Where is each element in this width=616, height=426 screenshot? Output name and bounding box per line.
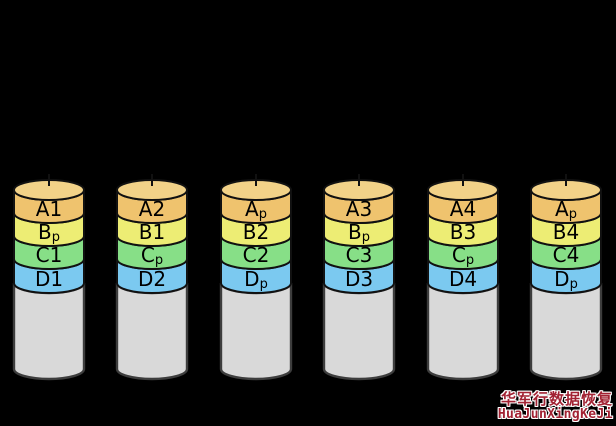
- block-label: A2: [139, 197, 165, 221]
- disk-cylinder-5: A4 B3 Cp D4: [426, 170, 500, 384]
- block-label: D2: [138, 267, 166, 291]
- block-label: Dp: [244, 267, 268, 292]
- block-label: Cp: [141, 243, 163, 268]
- disk-body: [529, 282, 603, 381]
- block-label: Cp: [452, 243, 474, 268]
- watermark-english-text: HuaJunXingKeJi: [497, 407, 613, 423]
- block-label: Ap: [245, 197, 267, 222]
- disk-cylinder-3: Ap B2 C2 Dp: [219, 170, 293, 384]
- block-label: D1: [35, 267, 63, 291]
- disk-body: [322, 282, 396, 381]
- block-label: Dp: [554, 267, 578, 292]
- block-label: D3: [345, 267, 373, 291]
- block-label: C4: [553, 243, 580, 267]
- disk-body: [219, 282, 293, 381]
- block-label: C3: [346, 243, 373, 267]
- block-label: A3: [346, 197, 372, 221]
- block-label: Bp: [348, 220, 370, 245]
- watermark-chinese-text: 华军行数据恢复: [500, 389, 613, 408]
- disk-cylinder-1: A1 Bp C1 D1: [12, 170, 86, 384]
- disk-body: [426, 282, 500, 381]
- block-label: A4: [450, 197, 476, 221]
- block-label: D4: [449, 267, 477, 291]
- block-label: B1: [139, 220, 165, 244]
- block-label: B4: [553, 220, 579, 244]
- block-label: A1: [36, 197, 62, 221]
- disk-cylinder-2: A2 B1 Cp D2: [115, 170, 189, 384]
- block-label: B3: [450, 220, 476, 244]
- block-label: C1: [36, 243, 63, 267]
- block-label: C2: [243, 243, 270, 267]
- block-label: Ap: [555, 197, 577, 222]
- disk-cylinder-6: Ap B4 C4 Dp: [529, 170, 603, 384]
- block-label: B2: [243, 220, 269, 244]
- disk-cylinder-4: A3 Bp C3 D3: [322, 170, 396, 384]
- block-label: Bp: [38, 220, 60, 245]
- watermark: 华军行数据恢复 HuaJunXingKeJi: [497, 389, 613, 423]
- disk-body: [115, 282, 189, 381]
- disk-body: [12, 282, 86, 381]
